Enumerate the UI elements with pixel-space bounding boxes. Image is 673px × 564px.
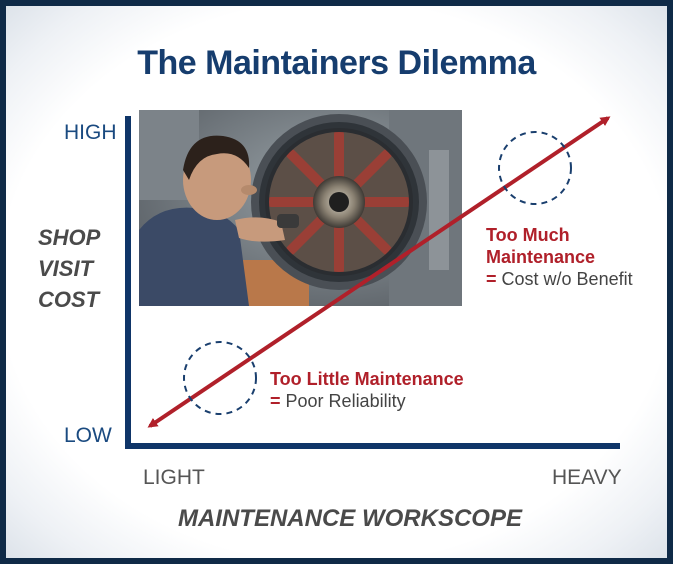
x-axis-title: MAINTENANCE WORKSCOPE (177, 505, 522, 532)
too-much-heading-line1: Too Much (486, 225, 570, 245)
slide-title: The Maintainers Dilemma (137, 44, 536, 82)
y-axis-title-line: SHOP (38, 225, 101, 250)
too-much-maintenance-callout: Too Much Maintenance = Cost w/o Benefit (486, 224, 633, 290)
y-axis-title: SHOP VISIT COST (38, 222, 118, 315)
cost-trend-arrow (147, 116, 611, 428)
too-little-result: Poor Reliability (285, 391, 406, 411)
too-little-circle (183, 341, 257, 415)
too-much-circle (498, 131, 572, 205)
y-axis-title-line: COST (38, 287, 100, 312)
too-much-heading-line2: Maintenance (486, 247, 596, 267)
y-axis-high-label: HIGH (64, 121, 117, 144)
x-axis-light-label: LIGHT (143, 466, 205, 489)
too-little-equals: = (270, 391, 281, 411)
too-little-heading: Too Little Maintenance (270, 369, 464, 389)
y-axis-title-line: VISIT (38, 256, 94, 281)
too-much-equals: = (486, 269, 497, 289)
y-axis-low-label: LOW (64, 424, 112, 447)
x-axis-heavy-label: HEAVY (552, 466, 622, 489)
too-little-maintenance-callout: Too Little Maintenance = Poor Reliabilit… (270, 368, 464, 412)
too-much-result: Cost w/o Benefit (501, 269, 633, 289)
